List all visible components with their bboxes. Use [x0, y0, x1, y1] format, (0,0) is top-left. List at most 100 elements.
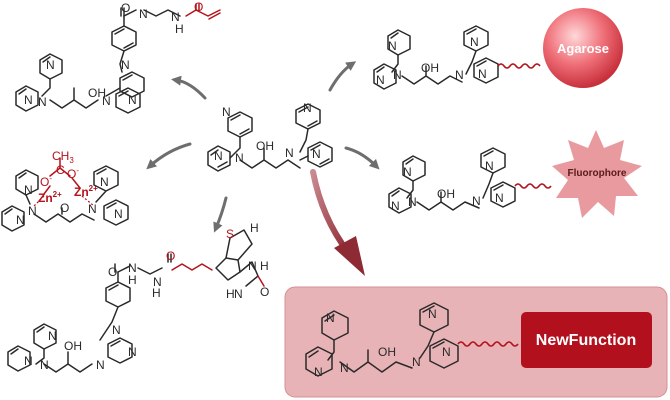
arrow-to-fluorophore: [344, 146, 380, 170]
atom-o-minus: O-: [40, 174, 52, 189]
fluorophore-label: Fluorophore: [568, 168, 627, 179]
atom-o: O: [260, 285, 269, 299]
newfunction-label: NewFunction: [536, 332, 636, 349]
atom-n: N: [28, 204, 37, 218]
atom-n: N: [303, 101, 312, 115]
atom-n: N: [222, 105, 231, 119]
atom-n: N: [403, 165, 412, 179]
atom-n: N: [112, 323, 121, 337]
atom-n: N: [455, 68, 464, 82]
atom-n: N: [235, 151, 244, 165]
atom-oh: OH: [437, 187, 455, 201]
fluorophore-conjugate: [388, 147, 516, 214]
atom-oh: OH: [88, 86, 106, 100]
atom-n: N: [408, 195, 417, 209]
atom-s: S: [226, 227, 234, 241]
acrylamide-ligand-labels: O N N H O N N N OH N N N: [24, 0, 203, 109]
atom-n: N: [24, 183, 33, 197]
atom-n: N: [285, 146, 294, 160]
atom-n: N: [312, 147, 321, 161]
newfunction-conjugate: [305, 302, 459, 377]
atom-n: N: [248, 259, 257, 273]
atom-o: O: [60, 201, 69, 215]
arrow-to-biotin: [213, 196, 228, 233]
atom-h: H: [152, 286, 161, 300]
arrow-to-newfunction: [310, 169, 365, 276]
linker-fluorophore: [514, 183, 552, 189]
linker-newfunction: [457, 341, 519, 347]
atom-n: N: [412, 355, 421, 369]
atom-zn: Zn2+: [38, 190, 62, 205]
atom-n: N: [495, 191, 504, 205]
atom-n: N: [96, 358, 105, 372]
linker-agarose: [497, 63, 541, 69]
atom-ch3: CH3: [52, 149, 74, 165]
atom-oh: OH: [378, 345, 396, 359]
dizinc-complex-labels: CH3 C O- O- Zn2+ Zn2+ O N N N N N N: [16, 149, 123, 227]
atom-n: N: [340, 361, 349, 375]
atom-zn: Zn2+: [74, 184, 98, 199]
fluorophore-star: [552, 130, 642, 218]
atom-n: N: [472, 194, 481, 208]
atom-n: N: [16, 213, 25, 227]
dizinc-complex: [1, 157, 129, 232]
atom-n: N: [442, 345, 451, 359]
atom-n: N: [102, 94, 111, 108]
acrylamide-ligand: [15, 3, 221, 114]
atom-h: H: [175, 22, 184, 36]
atom-n: N: [478, 67, 487, 81]
arrow-to-dizinc: [146, 142, 192, 170]
agarose-conjugate: [373, 25, 499, 90]
newfunction-conjugate-labels: N N N OH N N N: [314, 307, 451, 379]
atom-n: N: [114, 207, 123, 221]
atom-n: N: [234, 287, 243, 301]
atom-n: N: [88, 202, 97, 216]
atom-n: N: [314, 365, 323, 379]
atom-n: N: [48, 329, 57, 343]
atom-oh: OH: [64, 339, 82, 353]
atom-n: N: [388, 39, 397, 53]
atom-n: N: [24, 93, 33, 107]
biotin-ligand-labels: O N H N H O S H N H H N O N N N OH N N N: [24, 221, 269, 372]
atom-h: H: [226, 287, 235, 301]
atom-n: N: [376, 73, 385, 87]
atom-n: N: [139, 7, 148, 21]
atom-n: N: [393, 68, 402, 82]
atom-n: N: [40, 358, 49, 372]
atom-o: O: [166, 249, 175, 263]
atom-n: N: [153, 275, 162, 289]
atom-n: N: [391, 199, 400, 213]
atom-n: N: [485, 159, 494, 173]
newfunction-box: [521, 312, 652, 368]
fluorophore-conjugate-labels: N N N OH N N N: [391, 159, 504, 213]
atom-oh: OH: [421, 61, 439, 75]
biotin-ligand: [7, 229, 265, 373]
atom-h: H: [260, 259, 269, 273]
atom-n: N: [326, 311, 335, 325]
atom-n: N: [128, 345, 137, 359]
atom-o-minus: O-: [67, 166, 79, 181]
atom-n: N: [128, 93, 137, 107]
atom-n: N: [46, 58, 55, 72]
atom-c: C: [56, 163, 65, 177]
atom-n: N: [128, 261, 137, 275]
atom-o-acrylamide: O: [194, 0, 203, 14]
agarose-bead: [543, 8, 623, 88]
atom-n: N: [428, 307, 437, 321]
atom-h: H: [250, 221, 259, 235]
atom-n: N: [38, 95, 47, 109]
atom-oh: OH: [256, 139, 274, 153]
atom-o: O: [108, 265, 117, 279]
agarose-conjugate-labels: N N N OH N N N: [376, 35, 487, 87]
atom-o: O: [121, 1, 130, 15]
atom-n: N: [121, 58, 130, 72]
center-ligand: [207, 103, 333, 172]
atom-n: N: [214, 149, 223, 163]
atom-n: N: [24, 354, 33, 368]
arrow-to-acrylamide: [171, 75, 207, 100]
arrow-to-agarose: [328, 61, 357, 92]
atom-h: H: [128, 273, 137, 287]
atom-n: N: [100, 175, 109, 189]
